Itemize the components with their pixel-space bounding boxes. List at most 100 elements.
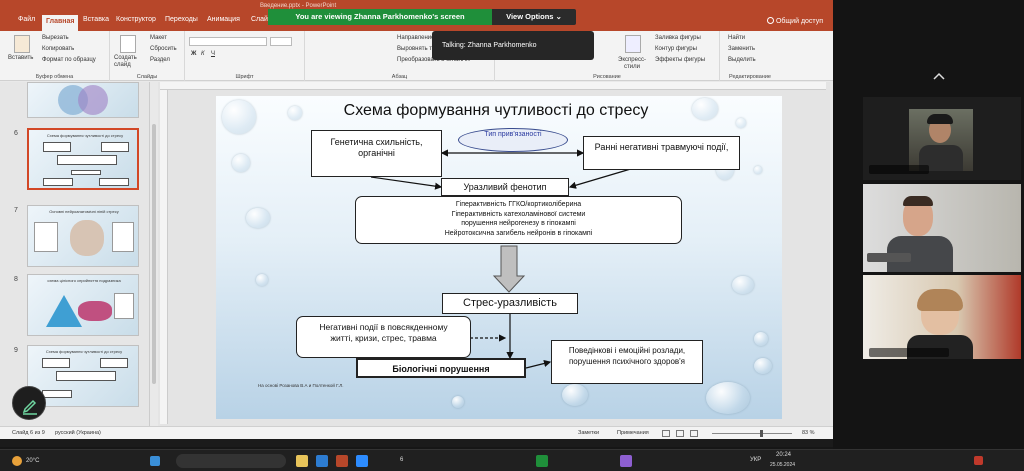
ribbon: Вставить Вырезать Копировать Формат по о… — [0, 31, 833, 81]
bold-button[interactable]: Ж — [191, 51, 197, 57]
layout-button[interactable]: Макет — [150, 35, 167, 41]
thumbnail-8[interactable]: схема цілісного сприйняття подразника — [27, 274, 139, 336]
tab-file[interactable]: Файл — [18, 16, 36, 23]
start-icon[interactable] — [150, 456, 160, 466]
align-text-button[interactable]: Выровнять текст — [397, 46, 444, 52]
thumbnail-title: Основні нейроанатомічні ліній стресу — [49, 209, 119, 214]
shape-effects-button[interactable]: Эффекты фигуры — [655, 57, 706, 63]
find-button[interactable]: Найти — [728, 35, 746, 41]
reading-view-icon[interactable] — [690, 430, 698, 437]
mechanism-line: Нейротоксична загибель нейронів в гіпока… — [444, 229, 593, 237]
thumb-shape — [101, 142, 129, 152]
thumbnail-6[interactable]: Схема формування чутливості до стресу — [27, 128, 139, 190]
clock-date[interactable]: 25.05.2024 — [770, 462, 796, 468]
tab-home[interactable]: Главная — [42, 15, 79, 31]
reactions-icon[interactable] — [620, 455, 632, 467]
cut-button[interactable]: Вырезать — [42, 35, 69, 41]
normal-view-icon[interactable] — [662, 430, 670, 437]
powerpoint-window: Введение.pptx - PowerPoint Файл Главная … — [0, 0, 833, 447]
thumbnail-number: 7 — [14, 207, 18, 214]
phenotype-box: Уразливий фенотип — [441, 178, 569, 196]
video-tile-2[interactable] — [863, 184, 1021, 272]
thumb-shape — [43, 142, 71, 152]
tab-insert[interactable]: Вставка — [83, 16, 110, 23]
express-styles-button[interactable]: Экспресс-стили — [618, 57, 646, 70]
express-styles-icon[interactable] — [625, 35, 641, 53]
new-slide-icon[interactable] — [120, 35, 136, 53]
temperature[interactable]: 20°C — [26, 458, 40, 464]
zoom-slider[interactable] — [712, 433, 792, 434]
keyboard-language[interactable]: УКР — [750, 457, 762, 463]
water-drop — [754, 332, 768, 346]
shape-fill-button[interactable]: Заливка фигуры — [655, 35, 701, 41]
paste-icon[interactable] — [14, 35, 30, 53]
zoom-level[interactable]: 83 % — [802, 430, 815, 436]
sorter-view-icon[interactable] — [676, 430, 684, 437]
clock-time[interactable]: 20:24 — [776, 452, 792, 458]
thumbnail-number: 9 — [14, 347, 18, 354]
replace-button[interactable]: Заменить — [728, 46, 755, 52]
select-button[interactable]: Выделить — [728, 57, 756, 63]
font-family-select[interactable] — [189, 37, 267, 46]
tab-transitions[interactable]: Переходы — [165, 16, 198, 23]
italic-button[interactable]: К — [201, 51, 205, 57]
thumb-shape — [112, 222, 134, 252]
thumbnail-5[interactable] — [27, 82, 139, 118]
weather-icon[interactable] — [12, 456, 22, 466]
thumbnail-7[interactable]: Основні нейроанатомічні ліній стресу — [27, 205, 139, 267]
reset-button[interactable]: Сбросить — [150, 46, 177, 52]
section-button[interactable]: Раздел — [150, 57, 170, 63]
thumbnail-scrollbar[interactable] — [152, 84, 156, 424]
comments-button[interactable]: Примечания — [617, 430, 649, 436]
person-icon — [766, 17, 774, 24]
tab-design[interactable]: Конструктор — [116, 16, 156, 23]
file-explorer-icon[interactable] — [296, 455, 308, 467]
editing-label: Редактирование — [729, 74, 771, 80]
water-drop — [222, 100, 256, 134]
thumbnail-title: Схема формування чутливості до стресу — [45, 349, 123, 354]
share-button[interactable]: Общий доступ — [766, 17, 823, 25]
powerpoint-icon[interactable] — [336, 455, 348, 467]
new-slide-button[interactable]: Создать слайд — [114, 55, 137, 68]
tab-animation[interactable]: Анимация — [207, 16, 240, 23]
slide-title: Схема формування чутливості до стресу — [343, 102, 649, 119]
annotate-button[interactable] — [12, 386, 46, 420]
biological-box: Біологічні порушення — [356, 358, 526, 378]
participant-count[interactable]: 6 — [400, 457, 404, 463]
thumbnail-9[interactable]: Схема формування чутливості до стресу — [27, 345, 139, 407]
underline-button[interactable]: Ч — [211, 51, 215, 57]
text-direction-button[interactable]: Направление текста — [397, 35, 454, 41]
zoom-slider-thumb[interactable] — [760, 430, 763, 437]
search-box[interactable] — [176, 454, 286, 468]
notification-icon[interactable] — [974, 456, 983, 465]
edge-icon[interactable] — [316, 455, 328, 467]
notes-button[interactable]: Заметки — [578, 430, 600, 436]
clipboard-group: Вставить Вырезать Копировать Формат по о… — [0, 31, 110, 81]
thumbnail-pane[interactable]: 6 Схема формування чутливості до стресу … — [0, 82, 150, 426]
slide[interactable]: Схема формування чутливості до стресу Ге… — [216, 96, 782, 419]
format-painter-button[interactable]: Формат по образцу — [42, 57, 96, 63]
thumb-shape — [100, 358, 128, 368]
chevron-up-icon[interactable] — [933, 72, 945, 80]
video-tile-3[interactable] — [863, 275, 1021, 359]
mechanism-line: порушення нейрогенезу в гіпокампі — [461, 220, 576, 227]
tab-slideshow[interactable]: Слайд — [251, 16, 273, 23]
meeting-controls-bar — [0, 439, 833, 447]
water-drop — [732, 276, 754, 294]
paste-button[interactable]: Вставить — [8, 55, 34, 61]
smartart-button[interactable]: Преобразовать в SmartArt — [397, 57, 470, 63]
shape-outline-button[interactable]: Контур фигуры — [655, 46, 697, 52]
water-drop — [754, 166, 762, 174]
copy-button[interactable]: Копировать — [42, 46, 75, 52]
scrollbar-thumb[interactable] — [152, 124, 156, 384]
font-size-select[interactable] — [270, 37, 292, 46]
language-status[interactable]: русский (Украина) — [55, 430, 101, 436]
share-screen-icon[interactable] — [536, 455, 548, 467]
thumbnail-number: 6 — [14, 130, 18, 137]
water-drop — [288, 106, 302, 120]
negative-events-box: Негативні події в повсякденному житті, к… — [296, 316, 471, 358]
thumbnail-title: схема цілісного сприйняття подразника — [47, 278, 121, 283]
view-options-button[interactable]: View Options ⌄ — [492, 9, 576, 25]
zoom-icon[interactable] — [356, 455, 368, 467]
video-tile-1[interactable] — [863, 97, 1021, 180]
